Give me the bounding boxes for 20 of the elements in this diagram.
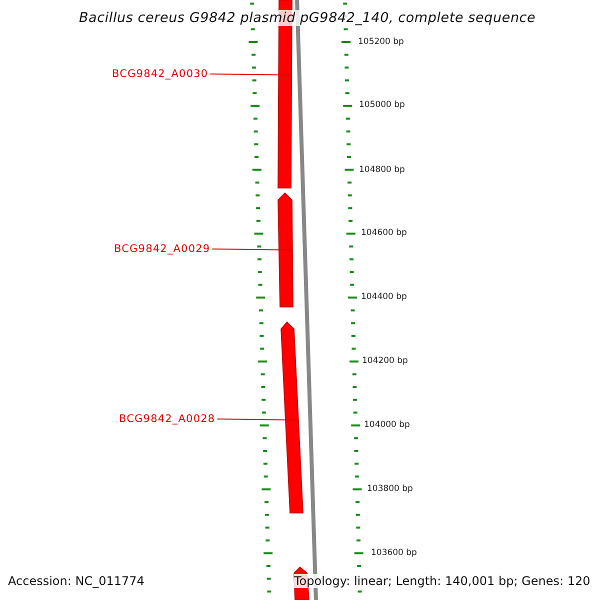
position-label: 105000 bp bbox=[359, 100, 405, 110]
position-label: 103800 bp bbox=[367, 484, 413, 494]
gene-label: BCG9842_A0028 bbox=[119, 413, 216, 425]
diagram-title: Bacillus cereus G9842 plasmid pG9842_140, complete sequence bbox=[79, 10, 536, 26]
position-label: 104800 bp bbox=[359, 165, 405, 175]
gene-block bbox=[281, 322, 303, 513]
leader-line bbox=[212, 248, 293, 250]
position-label: 104200 bp bbox=[362, 356, 408, 366]
gene-block bbox=[278, 193, 293, 307]
leader-line bbox=[216, 418, 299, 420]
position-label: 104400 bp bbox=[361, 292, 407, 302]
leader-line bbox=[210, 74, 292, 76]
gene-label: BCG9842_A0029 bbox=[114, 243, 210, 255]
position-label: 105200 bp bbox=[358, 37, 404, 47]
position-label: 103600 bp bbox=[371, 548, 417, 558]
accession-text: Accession: NC_011774 bbox=[8, 574, 144, 588]
position-label: 104000 bp bbox=[364, 420, 410, 430]
gene-label: BCG9842_A0030 bbox=[112, 68, 208, 80]
position-label: 104600 bp bbox=[361, 228, 407, 238]
summary-text: Topology: linear; Length: 140,001 bp; Genes: 120 bbox=[294, 574, 590, 588]
